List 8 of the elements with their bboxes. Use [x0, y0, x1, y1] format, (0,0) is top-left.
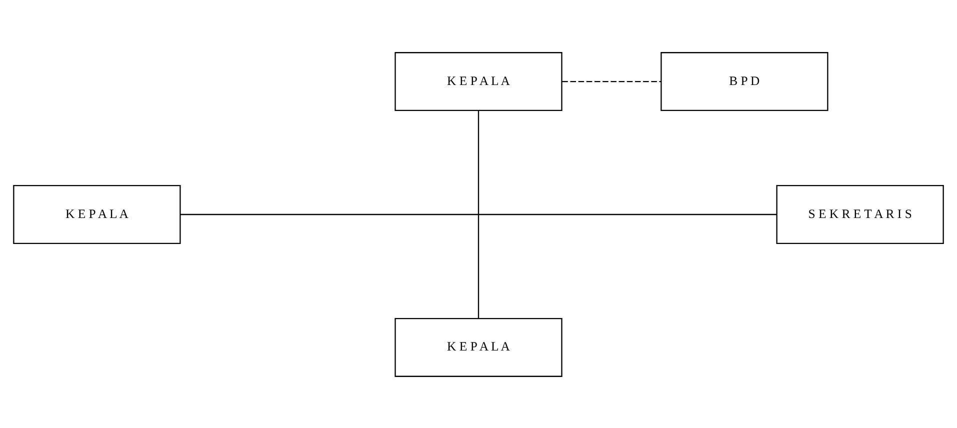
node-box: K E P A L A: [394, 52, 562, 111]
node-box: K E P A L A: [394, 317, 562, 376]
node-box: B P D: [660, 52, 828, 111]
connector: [478, 110, 480, 318]
connector: [180, 213, 777, 215]
connector: [562, 80, 662, 82]
node-box: S E K R E T A R I S: [776, 184, 944, 244]
node-box: K E P A L A: [13, 184, 181, 244]
